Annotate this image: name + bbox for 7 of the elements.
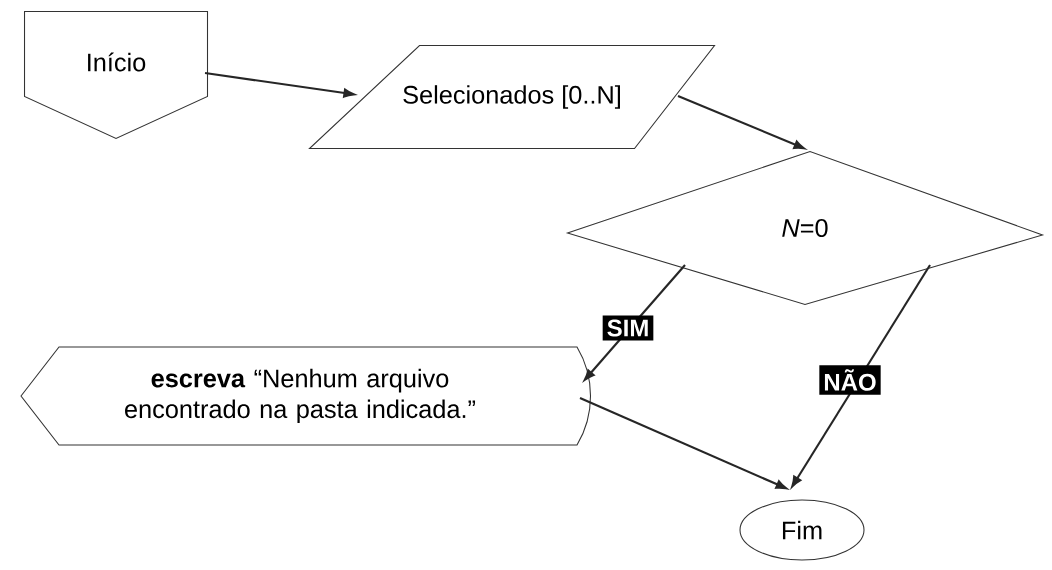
arrow	[579, 397, 787, 490]
edge-label: SIM	[602, 315, 654, 341]
arrow	[204, 71, 355, 98]
arrow	[791, 264, 931, 488]
arrow	[677, 95, 805, 150]
input-parallelogram: Selecionados [0..N]	[308, 44, 716, 150]
edge-label: NÃO	[819, 365, 881, 395]
